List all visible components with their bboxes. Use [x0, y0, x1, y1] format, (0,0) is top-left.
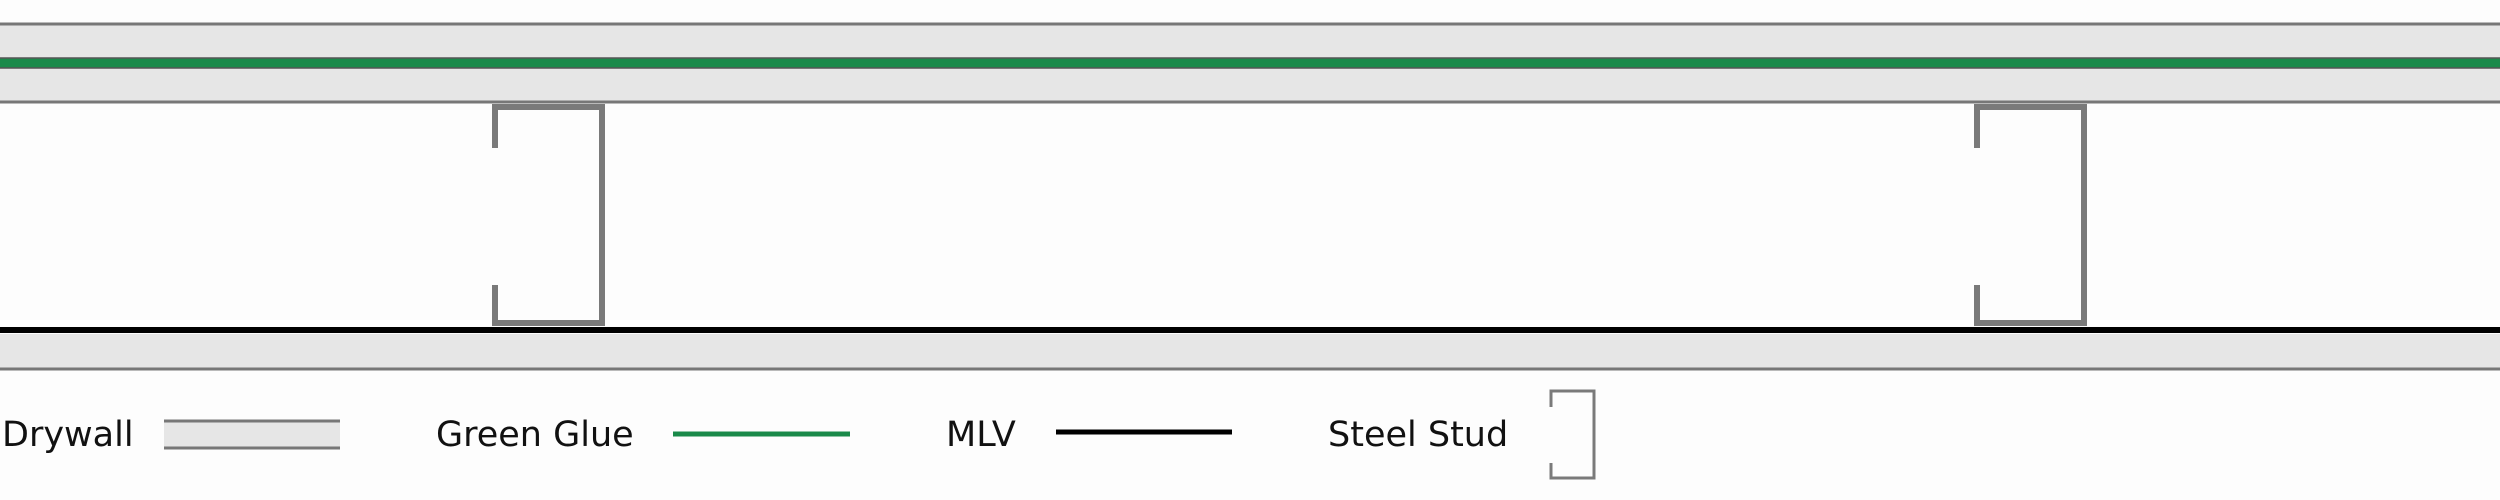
legend-drywall-swatch — [164, 419, 340, 450]
top-drywall-outer-sheet — [0, 24, 2500, 59]
steel-stud-right — [1974, 104, 2087, 326]
green-glue-layer — [0, 58, 2500, 68]
legend: Drywall Green Glue MLV Steel Stud — [2, 389, 1596, 480]
legend-label-steel-stud: Steel Stud — [1328, 415, 1508, 455]
legend-label-green-glue: Green Glue — [436, 415, 634, 455]
legend-label-drywall: Drywall — [2, 415, 134, 455]
legend-label-mlv: MLV — [946, 415, 1016, 455]
top-drywall-assembly — [0, 22, 2500, 104]
bottom-drywall-sheet — [0, 334, 2500, 371]
top-drywall-inner-sheet — [0, 67, 2500, 102]
steel-stud-left — [492, 104, 605, 326]
legend-steel-stud-swatch — [1549, 389, 1596, 480]
